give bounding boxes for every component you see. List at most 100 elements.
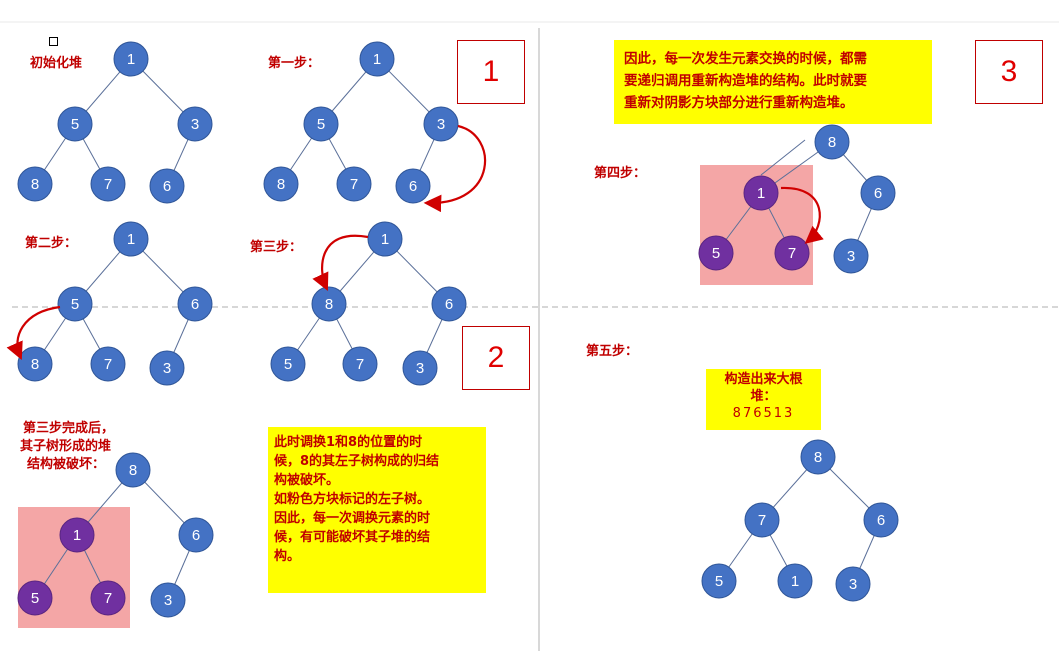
node-circle (863, 502, 899, 538)
node-circle (311, 286, 347, 322)
node-value: 3 (849, 576, 857, 593)
node-circle (402, 350, 438, 386)
node-value: 1 (373, 51, 381, 68)
heap-node-step1-6: 6 (395, 168, 431, 204)
node-circle (860, 175, 896, 211)
heap-node-step2-5: 5 (57, 286, 93, 322)
heap-node-broken-6: 6 (178, 517, 214, 553)
label-step3-done-1: 第三步完成后， (23, 421, 115, 436)
explanation-note-3: 因此，每一次发生元素交换的时候，都需要递归调用重新构造堆的结构。此时就要重新对阴… (614, 40, 932, 124)
node-value: 8 (828, 134, 836, 151)
small-square-icon (49, 37, 58, 46)
result-seq: 876513 (732, 406, 795, 421)
node-value: 7 (758, 512, 766, 529)
heap-node-init-6: 6 (149, 168, 185, 204)
heap-node-step2-7: 7 (90, 346, 126, 382)
heap-node-step3-1: 1 (367, 221, 403, 257)
explanation-note-2: 此时调换1和8的位置的时候，8的其左子树构成的归结构被破坏。如粉色方块标记的左子… (268, 427, 486, 593)
heap-node-step4-6: 6 (860, 175, 896, 211)
node-value: 6 (877, 512, 885, 529)
node-value: 6 (191, 296, 199, 313)
node-circle (270, 346, 306, 382)
heap-node-step2-6: 6 (177, 286, 213, 322)
node-value: 8 (31, 176, 39, 193)
node-circle (342, 346, 378, 382)
label-step1: 第一步： (268, 56, 321, 71)
heap-node-init-8: 8 (17, 166, 53, 202)
node-circle (303, 106, 339, 142)
node-circle (149, 350, 185, 386)
node-circle (57, 286, 93, 322)
node-value: 6 (163, 178, 171, 195)
note3-line: 要递归调用重新构造堆的结构。此时就要 (624, 73, 867, 89)
node-circle (835, 566, 871, 602)
label-step3-done-3: 结构被破坏： (27, 457, 106, 472)
node-value: 5 (715, 573, 723, 590)
step-box-3: 3 (975, 40, 1043, 104)
node-value: 8 (31, 356, 39, 373)
node-value: 1 (127, 231, 135, 248)
heap-node-step1-5: 5 (303, 106, 339, 142)
node-circle (177, 286, 213, 322)
heap-node-step3-3: 3 (402, 350, 438, 386)
swap-arrow-step2 (6, 305, 61, 361)
heap-node-broken-5: 5 (17, 580, 53, 616)
note2-line: 因此，每一次调换元素的时 (274, 511, 431, 526)
heap-node-init-1: 1 (113, 41, 149, 77)
heap-node-final-1: 1 (777, 563, 813, 599)
node-value: 6 (445, 296, 453, 313)
label-step3-done-2: 其子树形成的堆 (20, 439, 112, 454)
node-circle (150, 582, 186, 618)
node-circle (115, 452, 151, 488)
node-circle (814, 124, 850, 160)
node-value: 3 (163, 360, 171, 377)
node-value: 8 (325, 296, 333, 313)
node-value: 5 (284, 356, 292, 373)
result-title: 构造出来大根 (724, 372, 803, 387)
heap-node-step2-1: 1 (113, 221, 149, 257)
label-step4: 第四步： (594, 166, 647, 181)
note2-line: 构。 (274, 549, 301, 564)
node-circle (113, 221, 149, 257)
heap-node-init-5: 5 (57, 106, 93, 142)
node-circle (395, 168, 431, 204)
node-value: 3 (191, 116, 199, 133)
heap-node-step1-8: 8 (263, 166, 299, 202)
node-value: 3 (164, 592, 172, 609)
node-circle (17, 166, 53, 202)
heap-node-step1-1: 1 (359, 41, 395, 77)
swap-arrow-step4 (780, 186, 824, 244)
node-value: 8 (129, 462, 137, 479)
heap-node-broken-8: 8 (115, 452, 151, 488)
node-value: 7 (788, 245, 796, 262)
heap-node-step4-5: 5 (698, 235, 734, 271)
step4-parent-edge (760, 139, 806, 176)
node-circle (701, 563, 737, 599)
node-circle (177, 106, 213, 142)
result-heap: 堆： (750, 389, 777, 404)
label-step3: 第三步： (250, 240, 303, 255)
node-circle (698, 235, 734, 271)
node-value: 5 (71, 116, 79, 133)
heap-node-step1-7: 7 (336, 166, 372, 202)
node-circle (423, 106, 459, 142)
node-value: 5 (712, 245, 720, 262)
node-circle (90, 166, 126, 202)
heap-node-step3-5: 5 (270, 346, 306, 382)
note3-line: 因此，每一次发生元素交换的时候，都需 (624, 51, 867, 67)
node-circle (744, 502, 780, 538)
node-value: 5 (317, 116, 325, 133)
heap-node-step3-6: 6 (431, 286, 467, 322)
swap-arrow-step1 (423, 124, 487, 213)
heap-node-step4-7: 7 (774, 235, 810, 271)
step-box-1: 1 (457, 40, 525, 104)
heap-node-step4-3: 3 (833, 238, 869, 274)
note3-line: 重新对阴影方块部分进行重新构造堆。 (624, 95, 854, 111)
heap-node-broken-1: 1 (59, 517, 95, 553)
swap-arrow-step3 (312, 234, 369, 291)
node-circle (178, 517, 214, 553)
node-value: 7 (104, 356, 112, 373)
node-circle (57, 106, 93, 142)
node-circle (263, 166, 299, 202)
